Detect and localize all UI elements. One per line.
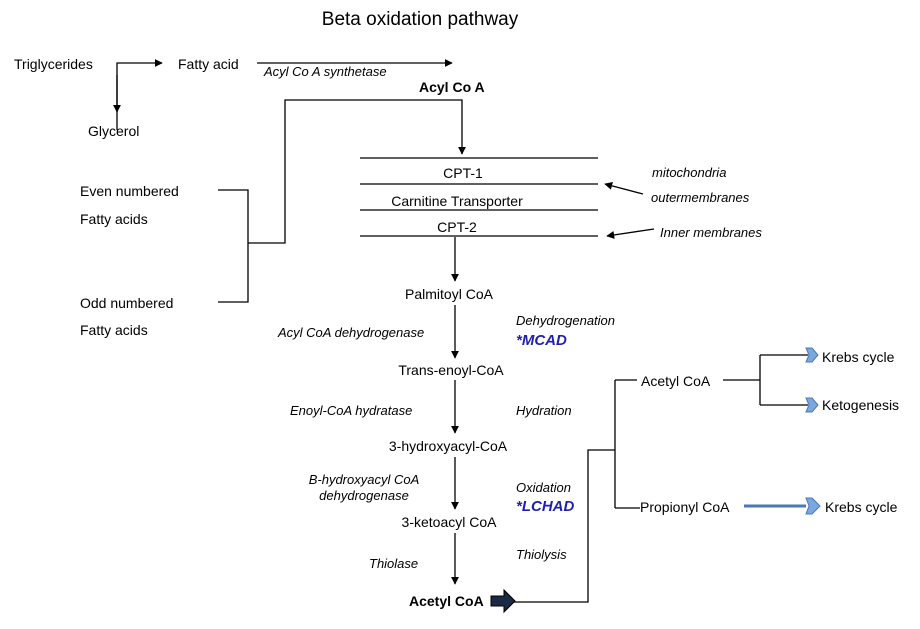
hydroxyacyl-coa-label: 3-hydroxyacyl-CoA xyxy=(388,438,508,454)
inner-membrane-pointer xyxy=(606,228,655,239)
krebs-cycle-1-chevron xyxy=(805,347,819,363)
acyl-coa-dehydrogenase-label: Acyl CoA dehydrogenase xyxy=(278,325,425,340)
cpt2-label: CPT-2 xyxy=(437,219,477,235)
dehydrogenation-label: Dehydrogenation xyxy=(516,313,616,328)
outer-membranes-label: outermembranes xyxy=(651,190,750,205)
acyl-coa-label: Acyl Co A xyxy=(419,79,485,95)
mitochondria-label: mitochondria xyxy=(652,165,727,180)
page-title: Beta oxidation pathway xyxy=(321,9,519,30)
inner-membranes-label: Inner membranes xyxy=(660,225,762,240)
odd-numbered-label: Odd numbered xyxy=(80,295,174,311)
krebs-cycle-2-label: Krebs cycle xyxy=(825,499,898,515)
outer-membrane-pointer xyxy=(604,181,644,195)
acetyl-to-branch-connector xyxy=(513,449,615,603)
palmitoyl-coa-label: Palmitoyl CoA xyxy=(405,286,493,302)
even-fatty-acids-label: Fatty acids xyxy=(80,211,148,227)
acetyl-coa-block-arrow xyxy=(490,588,516,614)
propionyl-krebs-chevron xyxy=(805,497,821,515)
trans-enoyl-coa-label: Trans-enoyl-CoA xyxy=(398,362,504,378)
krebs-cycle-1-label: Krebs cycle xyxy=(822,349,895,365)
ketogenesis-chevron xyxy=(805,397,819,413)
propionyl-coa-label: Propionyl CoA xyxy=(640,499,730,515)
b-hydroxyacyl-label-line1: B-hydroxyacyl CoA xyxy=(308,472,420,487)
fatty-acid-label: Fatty acid xyxy=(178,56,239,72)
b-hydroxyacyl-label-line2: dehydrogenase xyxy=(319,488,409,503)
hydration-label: Hydration xyxy=(516,403,572,418)
carnitine-transporter-label: Carnitine Transporter xyxy=(391,193,523,209)
thiolase-label: Thiolase xyxy=(369,556,419,571)
cpt1-label: CPT-1 xyxy=(443,165,483,181)
even-numbered-label: Even numbered xyxy=(80,183,179,199)
ketogenesis-label: Ketogenesis xyxy=(822,397,900,413)
acetyl-coa-right-label: Acetyl CoA xyxy=(641,373,711,389)
triglycerides-label: Triglycerides xyxy=(14,56,93,72)
thiolysis-label: Thiolysis xyxy=(516,547,567,562)
odd-fatty-acids-label: Fatty acids xyxy=(80,322,148,338)
glycerol-label: Glycerol xyxy=(88,123,140,139)
lchad-label: *LCHAD xyxy=(516,498,575,515)
acetyl-coa-bottom-label: Acetyl CoA xyxy=(409,593,484,609)
mcad-label: *MCAD xyxy=(516,332,567,349)
acyl-coa-synthetase-label: Acyl Co A synthetase xyxy=(264,64,387,79)
ketoacyl-coa-label: 3-ketoacyl CoA xyxy=(401,514,497,530)
fatty-acids-to-cpt1 xyxy=(248,99,466,244)
enoyl-coa-hydratase-label: Enoyl-CoA hydratase xyxy=(290,403,413,418)
triglycerides-connector xyxy=(116,59,163,130)
oxidation-label: Oxidation xyxy=(516,480,571,495)
fatty-acids-bracket xyxy=(218,189,249,303)
